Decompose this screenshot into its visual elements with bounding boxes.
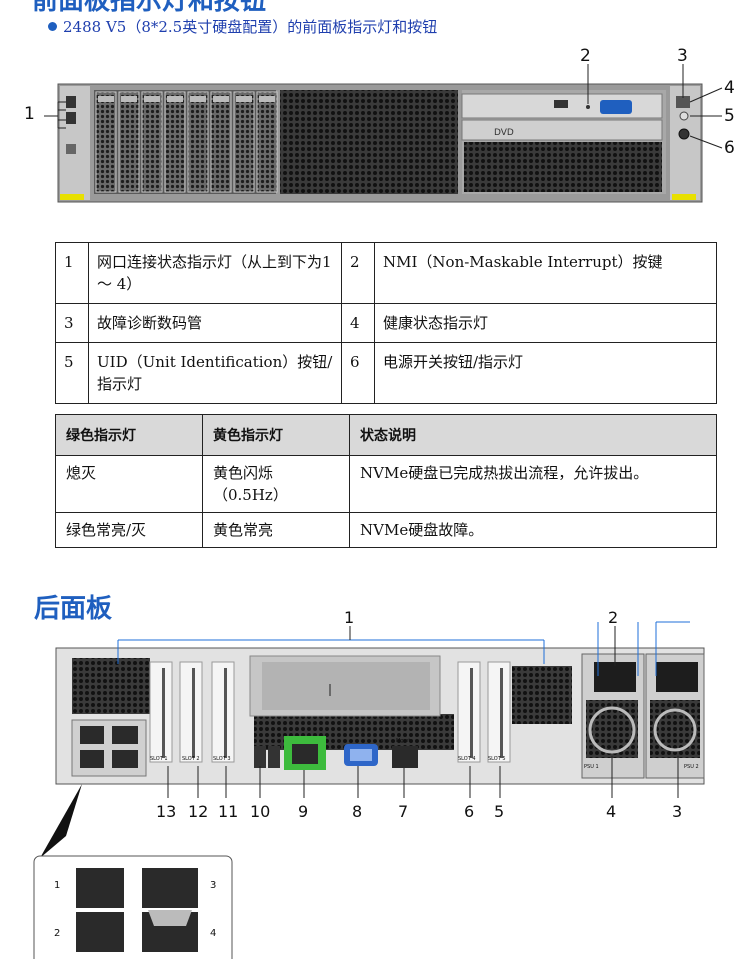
table-header-row: 绿色指示灯 黄色指示灯 状态说明	[55, 414, 717, 456]
rear-callout-12: 12	[188, 802, 209, 821]
legend-num: 4	[341, 303, 375, 343]
table-cell: 绿色常亮/灭	[55, 512, 203, 548]
rear-section-title: 后面板	[34, 594, 113, 624]
port-label-4: 4	[210, 928, 217, 939]
legend-text: 网口连接状态指示灯（从上到下为1 ～ 4）	[88, 242, 342, 304]
rear-callout-6: 6	[464, 802, 475, 821]
callout-5: 5	[724, 106, 735, 126]
rear-callout-1: 1	[344, 608, 355, 627]
rear-callout-7: 7	[398, 802, 409, 821]
rear-callout-13: 13	[156, 802, 177, 821]
rear-callout-8: 8	[352, 802, 363, 821]
table-cell: NVMe硬盘已完成热拔出流程，允许拔出。	[349, 455, 717, 513]
table-row: 1 网口连接状态指示灯（从上到下为1 ～ 4） 2 NMI（Non-Maskab…	[55, 242, 717, 304]
slot-label: SLOT 3	[213, 756, 231, 762]
legend-num: 2	[341, 242, 375, 304]
port-label-1: 1	[54, 880, 61, 891]
bullet-icon	[48, 22, 57, 31]
front-section-title: 前面板指示灯和按钮	[32, 0, 267, 16]
rear-callout-5: 5	[494, 802, 505, 821]
front-section-subtitle: 2488 V5（8*2.5英寸硬盘配置）的前面板指示灯和按钮	[48, 16, 437, 37]
subtitle-text: 2488 V5（8*2.5英寸硬盘配置）的前面板指示灯和按钮	[63, 18, 438, 36]
slot-label: SLOT 5	[488, 756, 506, 762]
legend-num: 1	[55, 242, 89, 304]
legend-num: 6	[341, 342, 375, 404]
legend-text: UID（Unit Identification）按钮/指示灯	[88, 342, 342, 404]
legend-num: 5	[55, 342, 89, 404]
port-label-2: 2	[54, 928, 61, 939]
callout-1: 1	[24, 104, 35, 124]
rear-callout-4: 4	[606, 802, 617, 821]
callout-3: 3	[677, 46, 688, 66]
slot-label: SLOT 2	[182, 756, 200, 762]
front-legend-table: 1 网口连接状态指示灯（从上到下为1 ～ 4） 2 NMI（Non-Maskab…	[55, 242, 717, 404]
legend-text: 故障诊断数码管	[88, 303, 342, 343]
table-cell: NVMe硬盘故障。	[349, 512, 717, 548]
port-label-3: 3	[210, 880, 217, 891]
legend-text: NMI（Non-Maskable Interrupt）按键	[374, 242, 717, 304]
rear-callout-11: 11	[218, 802, 239, 821]
rear-callout-3: 3	[672, 802, 683, 821]
slot-label: SLOT 1	[150, 756, 168, 762]
header-status: 状态说明	[349, 414, 717, 456]
rear-callout-2: 2	[608, 608, 619, 627]
psu-label: PSU 2	[684, 764, 699, 770]
table-row: 3 故障诊断数码管 4 健康状态指示灯	[55, 303, 717, 343]
legend-text: 电源开关按钮/指示灯	[374, 342, 717, 404]
table-row: 5 UID（Unit Identification）按钮/指示灯 6 电源开关按…	[55, 342, 717, 404]
table-cell: 黄色常亮	[202, 512, 350, 548]
led-status-table: 绿色指示灯 黄色指示灯 状态说明 熄灭 黄色闪烁（0.5Hz） NVMe硬盘已完…	[55, 414, 717, 548]
front-panel-figure: DVD 1 2 3 4 5 6	[0, 44, 750, 214]
callout-4: 4	[724, 78, 735, 98]
svg-text:DVD: DVD	[494, 128, 514, 138]
psu-label: PSU 1	[584, 764, 599, 770]
callout-6: 6	[724, 138, 735, 158]
rear-callout-9: 9	[298, 802, 309, 821]
rear-panel-image	[33, 621, 705, 963]
drive-bays	[95, 91, 278, 193]
table-row: 熄灭 黄色闪烁（0.5Hz） NVMe硬盘已完成热拔出流程，允许拔出。	[55, 455, 717, 513]
rear-panel-figure: 1 2 13 12 11 10 9 8 7 6 5 4 3 SLOT 1 SLO…	[0, 606, 750, 963]
rear-callout-10: 10	[250, 802, 271, 821]
header-yellow-led: 黄色指示灯	[202, 414, 350, 456]
callout-2: 2	[580, 46, 591, 66]
legend-num: 3	[55, 303, 89, 343]
header-green-led: 绿色指示灯	[55, 414, 203, 456]
front-panel-image: DVD	[44, 64, 723, 203]
slot-label: SLOT 4	[458, 756, 476, 762]
mgmt-label: Mgmt	[396, 738, 411, 744]
legend-text: 健康状态指示灯	[374, 303, 717, 343]
table-row: 绿色常亮/灭 黄色常亮 NVMe硬盘故障。	[55, 512, 717, 548]
table-cell: 熄灭	[55, 455, 203, 513]
table-cell: 黄色闪烁（0.5Hz）	[202, 455, 350, 513]
